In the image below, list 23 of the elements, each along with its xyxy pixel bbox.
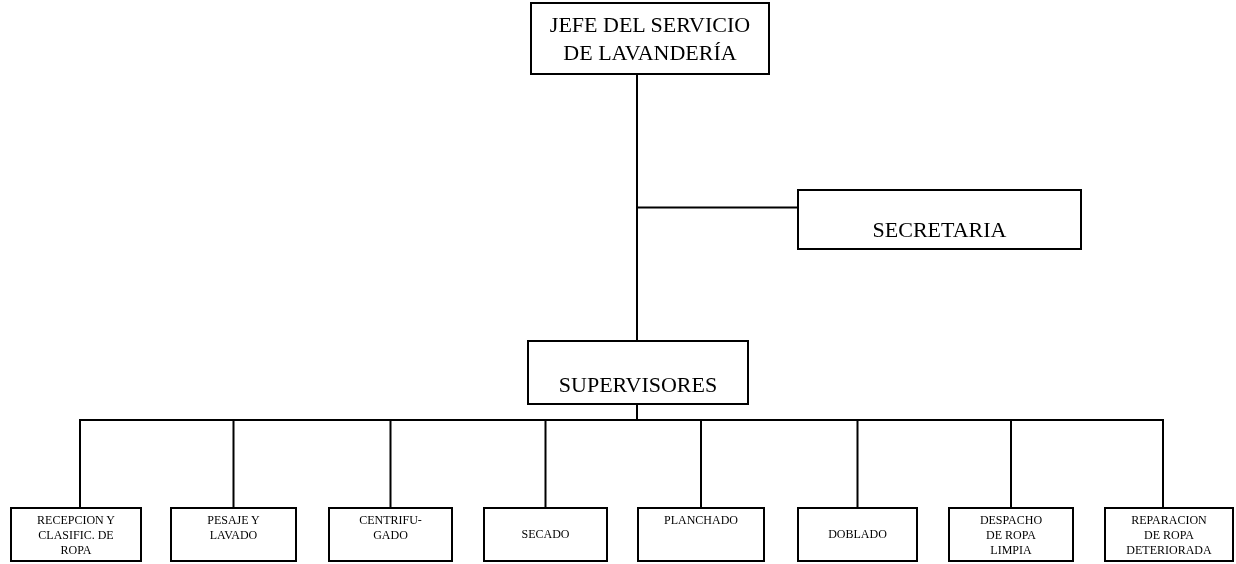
node-label: PLANCHADO xyxy=(664,513,738,528)
secretary-box xyxy=(797,189,1082,250)
department-box xyxy=(1104,507,1234,562)
department-box xyxy=(797,507,918,562)
node-label: PESAJE Y LAVADO xyxy=(206,513,261,543)
node-label: JEFE DEL SERVICIO DE LAVANDERÍA xyxy=(548,10,752,67)
node-label: SECRETARIA xyxy=(872,216,1007,244)
node-label: REPARACION DE ROPA DETERIORADA xyxy=(1126,513,1212,558)
node-label: DESPACHO DE ROPA LIMPIA xyxy=(978,513,1044,558)
department-box xyxy=(170,507,297,562)
connector-line xyxy=(636,74,638,341)
chief-box xyxy=(530,2,770,75)
supervisors-box xyxy=(527,340,749,405)
node-label: DOBLADO xyxy=(828,527,887,542)
department-box xyxy=(328,507,453,562)
node-label: CENTRIFU- GADO xyxy=(358,513,423,543)
department-box xyxy=(10,507,142,562)
department-box xyxy=(637,507,765,562)
department-box xyxy=(948,507,1074,562)
node-label: SUPERVISORES xyxy=(558,371,718,399)
node-label: RECEPCION Y CLASIFIC. DE ROPA xyxy=(36,513,116,558)
department-box xyxy=(483,507,608,562)
node-label: SECADO xyxy=(521,527,570,542)
